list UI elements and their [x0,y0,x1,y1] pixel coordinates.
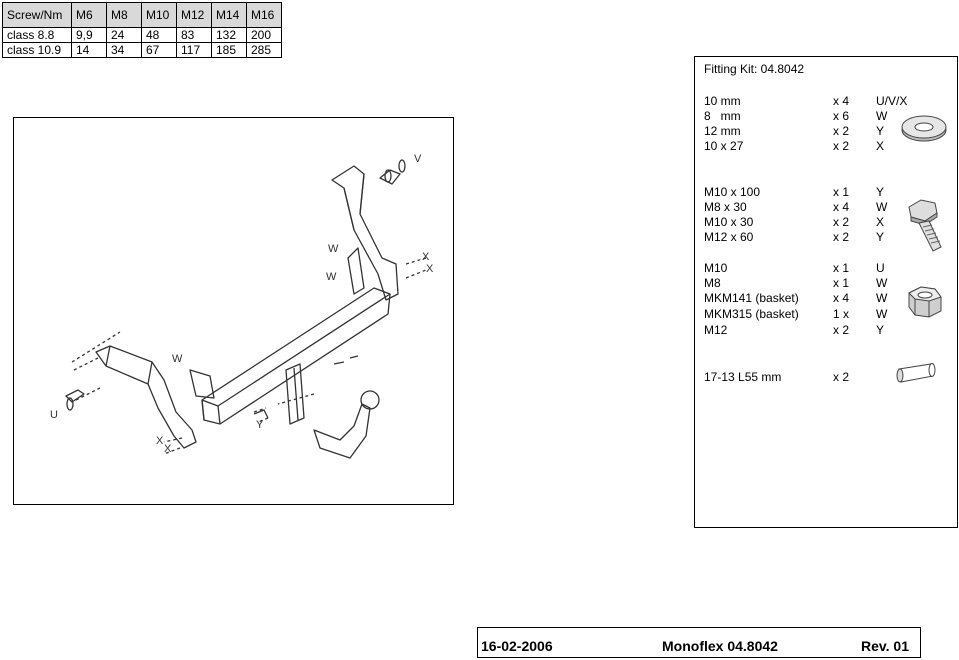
kit-code: U [876,261,885,275]
towball-neck [313,403,371,459]
kit-qty: x 2 [833,215,850,229]
towbar-assembly-diagram: V W W X X W U X X Y [13,117,454,505]
fitting-kit-title: Fitting Kit: 04.8042 [704,62,805,76]
kit-qty: x 2 [833,139,850,153]
towbar-drawing: V W W X X W U X X Y [50,153,434,459]
spacer-tube-icon [896,363,936,383]
torque-header-cell: M10 [141,2,177,28]
torque-header-row: Screw/Nm M6 M8 M10 M12 M14 M16 [2,2,282,28]
document-footer: 16-02-2006 Monoflex 04.8042 Rev. 01 [477,627,921,658]
bolt-icon [908,199,942,252]
kit-code: Y [876,230,885,244]
torque-cell: 34 [106,42,142,58]
kit-size: M8 x 30 [704,200,747,214]
torque-cell: 48 [141,27,177,43]
towball [360,390,380,410]
footer-revision: Rev. 01 [861,638,909,654]
kit-qty: x 2 [833,370,850,384]
kit-code: W [876,276,888,290]
kit-code: W [876,307,888,321]
kit-qty: 1 x [833,307,850,321]
kit-qty: x 2 [833,124,850,138]
torque-cell: 117 [176,42,212,58]
torque-cell: 185 [211,42,247,58]
torque-header-cell: M14 [211,2,247,28]
kit-size: 17-13 L55 mm [704,370,782,384]
kit-size: M10 x 30 [704,215,754,229]
diagram-label: Y [256,419,264,431]
kit-size: M12 [704,323,728,337]
torque-header-cell: Screw/Nm [2,2,72,28]
torque-row: class 8.8 9,9 24 48 83 132 200 [2,27,282,43]
torque-cell: class 8.8 [2,27,72,43]
kit-code: Y [876,323,885,337]
fitting-kit-panel: Fitting Kit: 04.8042 10 mm x 4 U/V/X 8 m… [694,56,958,528]
kit-code: Y [876,185,885,199]
torque-header-cell: M12 [176,2,212,28]
diagram-label: U [50,409,58,421]
diagram-label: X [422,251,430,263]
footer-product: Monoflex 04.8042 [662,638,778,654]
kit-qty: x 4 [833,200,850,214]
kit-size: 10 mm [704,94,741,108]
torque-header-cell: M6 [71,2,107,28]
kit-size: 10 x 27 [704,139,744,153]
right-mounting-bracket [331,165,399,301]
diagram-label: X [156,435,164,447]
left-plate [189,369,215,399]
kit-size: M10 [704,261,728,275]
torque-cell: 285 [246,42,282,58]
kit-qty: x 1 [833,185,850,199]
kit-code: W [876,200,888,214]
diagram-label: X [426,263,434,275]
kit-size: M10 x 100 [704,185,761,199]
torque-cell: 9,9 [71,27,107,43]
torque-cell: 200 [246,27,282,43]
torque-cell: 83 [176,27,212,43]
torque-header-cell: M8 [106,2,142,28]
kit-code: X [876,215,885,229]
torque-row: class 10.9 14 34 67 117 185 285 [2,42,282,58]
kit-code: U/V/X [876,94,908,108]
kit-qty: x 1 [833,261,850,275]
kit-size: 12 mm [704,124,741,138]
kit-code: W [876,109,888,123]
kit-qty: x 4 [833,94,850,108]
torque-cell: 67 [141,42,177,58]
torque-header-cell: M16 [246,2,282,28]
kit-qty: x 6 [833,109,850,123]
diagram-label: X [164,443,172,455]
torque-cell: 132 [211,27,247,43]
kit-size: 8 mm [704,109,741,123]
torque-cell: 24 [106,27,142,43]
diagram-label: W [326,271,337,283]
kit-qty: x 2 [833,323,850,337]
kit-code: W [876,291,888,305]
torque-table: Screw/Nm M6 M8 M10 M12 M14 M16 class 8.8… [2,2,282,58]
kit-code: Y [876,124,885,138]
kit-size: MKM315 (basket) [704,307,799,321]
kit-qty: x 1 [833,276,850,290]
kit-qty: x 4 [833,291,850,305]
nut-icon [908,286,942,318]
ball-mount-plate [285,363,305,425]
kit-size: MKM141 (basket) [704,291,799,305]
torque-cell: class 10.9 [2,42,72,58]
footer-date: 16-02-2006 [481,638,553,654]
kit-qty: x 2 [833,230,850,244]
kit-size: M12 x 60 [704,230,754,244]
kit-code: X [876,139,885,153]
torque-cell: 14 [71,42,107,58]
diagram-label: W [328,243,339,255]
washer-icon [901,115,947,142]
diagram-label: V [414,153,422,165]
kit-size: M8 [704,276,721,290]
diagram-label: W [172,353,183,365]
